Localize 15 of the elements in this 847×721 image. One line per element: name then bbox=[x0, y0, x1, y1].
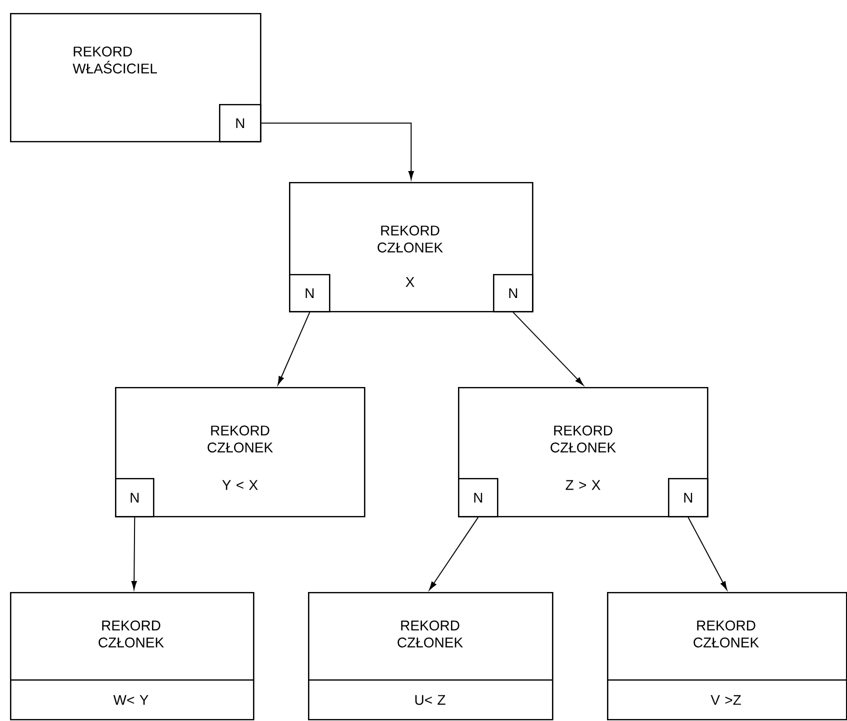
arrow bbox=[131, 516, 137, 590]
pointer-box: N bbox=[668, 478, 708, 518]
pointer-box: N bbox=[493, 274, 534, 312]
pointer-box: N bbox=[458, 478, 498, 518]
pointer-box: N bbox=[289, 274, 330, 312]
pointer-box: N bbox=[115, 478, 154, 518]
record-box: REKORD CZŁONEK W< Y bbox=[10, 592, 254, 720]
arrow bbox=[260, 122, 414, 180]
pointer-box: N bbox=[219, 104, 262, 142]
arrow bbox=[429, 516, 479, 590]
arrow bbox=[512, 312, 584, 386]
record-box: REKORD CZŁONEK V >Z bbox=[607, 592, 847, 720]
record-box: REKORD CZŁONEK U< Z bbox=[308, 592, 554, 720]
arrow bbox=[278, 312, 310, 385]
arrow bbox=[688, 516, 728, 590]
